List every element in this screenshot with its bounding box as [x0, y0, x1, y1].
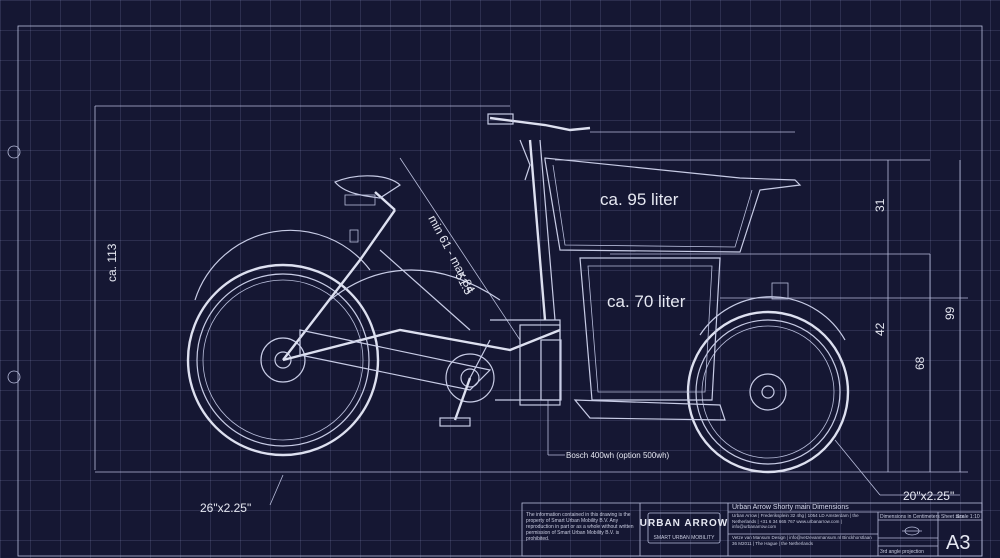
sheet-size: A3 [946, 532, 970, 554]
projection-label: 3rd angle projection [880, 549, 924, 555]
seat-dimension-diagonal [399, 157, 521, 341]
overall-height-label: ca. 113 [105, 243, 119, 282]
rear-wheel [186, 229, 380, 457]
handlebar [487, 113, 591, 321]
lower-box-volume: ca. 70 liter [607, 292, 686, 311]
address-designer: Vetze van Mansum Design | info@vetzevanm… [732, 535, 872, 546]
battery [540, 339, 565, 456]
saddle [334, 175, 401, 243]
sheet-size-label: Sheet size [941, 514, 965, 520]
cargo-box-lower [573, 257, 789, 421]
logo-tagline: SMART URBAN MOBILITY [654, 535, 716, 541]
floor-height-label: 68 [913, 356, 927, 370]
punch-hole-top [7, 145, 21, 159]
front-wheel-size: 20"x2.25" [903, 489, 954, 503]
cargo-box-upper [544, 157, 802, 253]
logo-text: URBAN ARROW [640, 518, 728, 529]
battery-label: Bosch 400wh (option 500wh) [566, 451, 670, 460]
handle-seat-label: 51.5 [452, 270, 475, 297]
total-height-label: 99 [943, 306, 957, 320]
box-side-height-label: 42 [873, 322, 887, 336]
title-block [521, 502, 983, 557]
chainring [439, 339, 495, 427]
bike-frame [282, 209, 561, 406]
box-top-height-label: 31 [873, 198, 887, 212]
disclaimer-text: The information contained in this drawin… [526, 512, 634, 542]
drawing-title: Urban Arrow Shorty main Dimensions [732, 504, 849, 511]
front-wheel-leader [834, 439, 881, 496]
front-wheel [686, 296, 850, 474]
rear-wheel-leader [269, 474, 284, 506]
punch-hole-bottom [7, 370, 21, 384]
drawing-border [17, 25, 983, 557]
address-urban-arrow: Urban Arrow | Frederiksplein 32 4hg | 10… [732, 513, 859, 529]
scale-label: Scale 1:10 [956, 514, 980, 520]
units-label: Dimensions in Centimeters [880, 514, 940, 520]
rear-wheel-size: 26"x2.25" [200, 501, 251, 515]
upper-box-volume: ca. 95 liter [600, 190, 679, 209]
